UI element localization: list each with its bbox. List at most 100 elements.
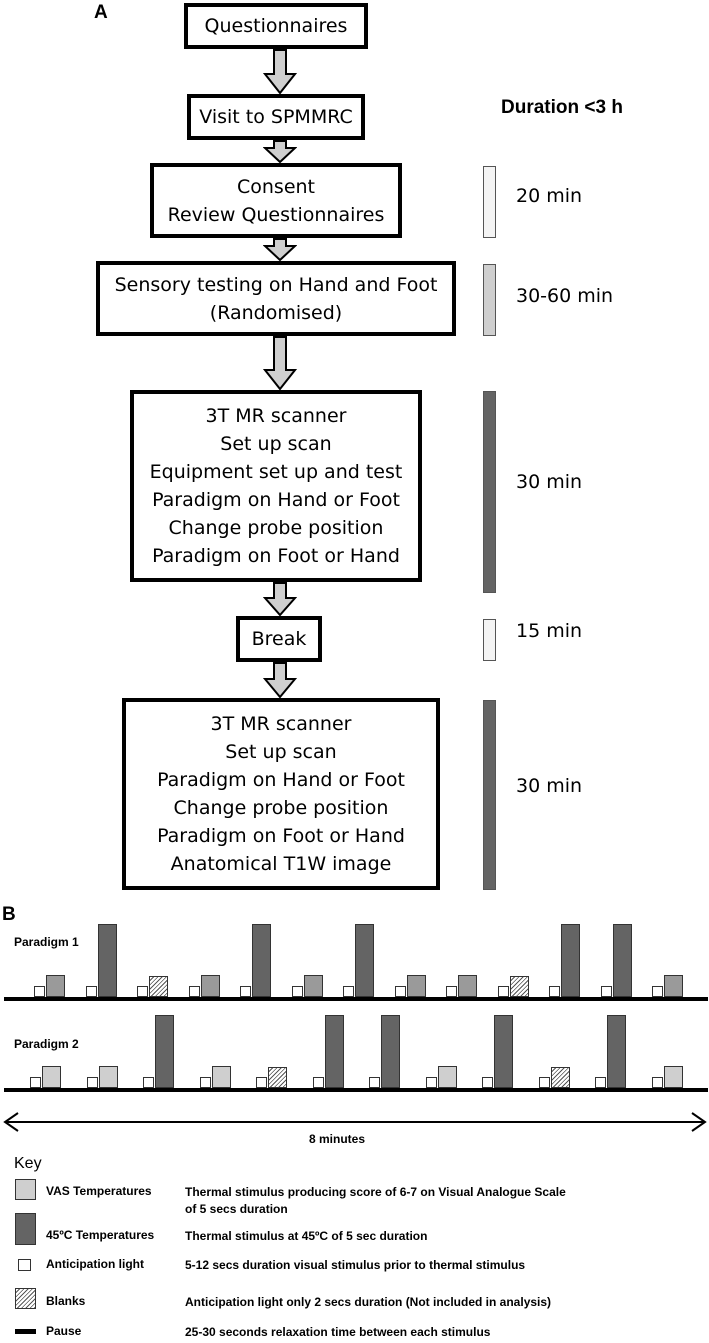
key-desc: Thermal stimulus at 45ºC of 5 sec durati… <box>185 1228 427 1245</box>
blank-swatch <box>15 1288 36 1309</box>
box-line: Questionnaires <box>204 15 348 37</box>
pause-swatch <box>15 1329 36 1334</box>
duration-text: 15 min <box>516 620 583 642</box>
paradigm-2-track <box>0 1005 709 1095</box>
scanner-2-box: 3T MR scanner Set up scan Paradigm on Ha… <box>122 698 440 890</box>
key-label: Pause <box>46 1324 82 1338</box>
key-label: Blanks <box>46 1294 86 1308</box>
box-line: Set up scan <box>225 741 337 763</box>
duration-text: 30-60 min <box>516 285 614 307</box>
vas-stimulus <box>42 1066 61 1088</box>
duration-bar <box>483 264 496 336</box>
vas-stimulus <box>664 975 683 997</box>
anticipation-light <box>312 1077 324 1088</box>
flow-arrow <box>263 140 297 163</box>
anticipation-light <box>34 986 45 997</box>
box-line: (Randomised) <box>209 301 343 324</box>
anticipation-light <box>652 986 663 997</box>
anticipation-light <box>343 986 354 997</box>
key-desc: Anticipation light only 2 secs duration … <box>185 1294 551 1311</box>
box-line: Paradigm on Foot or Hand <box>157 825 405 847</box>
box-line: Equipment set up and test <box>149 461 403 483</box>
anticipation-light <box>549 986 560 997</box>
anticipation-light <box>446 986 457 997</box>
paradigm-2-label: Paradigm 2 <box>14 1037 79 1051</box>
panel-b-label: B <box>2 904 16 925</box>
duration-text: 30 min <box>516 775 583 797</box>
anticipation-light <box>240 986 251 997</box>
box-line: Anatomical T1W image <box>170 853 392 875</box>
hot-stimulus <box>381 1015 400 1088</box>
visit-box: Visit to SPMMRC <box>187 94 365 140</box>
anticipation-light <box>600 986 612 997</box>
flow-arrow <box>263 49 297 94</box>
panel-a-label: A <box>94 2 108 23</box>
hot-swatch <box>15 1213 36 1245</box>
box-line: Visit to SPMMRC <box>199 106 353 128</box>
anticipation-light <box>538 1077 550 1088</box>
key-label: 45ºC Temperatures <box>46 1228 155 1242</box>
duration-text: 30 min <box>516 471 583 493</box>
key-label: VAS Temperatures <box>46 1184 152 1198</box>
hot-stimulus <box>494 1015 513 1088</box>
box-line: Paradigm on Hand or Foot <box>152 489 400 511</box>
vas-stimulus <box>200 975 220 997</box>
blank-stimulus <box>149 976 168 997</box>
anticipation-light <box>497 986 509 997</box>
vas-stimulus <box>211 1066 231 1088</box>
flow-arrow <box>263 662 297 698</box>
duration-bar <box>483 166 496 238</box>
anticipation-light <box>256 1077 267 1088</box>
box-line: Review Questionnaires <box>167 203 385 226</box>
vas-stimulus <box>437 1066 457 1088</box>
anticipation-light <box>651 1077 663 1088</box>
anticipation-light <box>188 986 200 997</box>
questionnaires-box: Questionnaires <box>184 3 368 49</box>
anticipation-swatch <box>18 1259 31 1271</box>
flow-arrow <box>263 238 297 261</box>
anticipation-light <box>30 1077 41 1088</box>
key-title: Key <box>14 1155 42 1172</box>
box-line: 3T MR scanner <box>210 713 352 735</box>
anticipation-light <box>482 1077 493 1088</box>
blank-stimulus <box>550 1067 570 1088</box>
pause-line <box>4 1088 708 1092</box>
hot-stimulus <box>155 1015 174 1088</box>
box-line: Paradigm on Foot or Hand <box>152 545 400 567</box>
sensory-testing-box: Sensory testing on Hand and Foot (Random… <box>96 261 456 336</box>
box-line: Set up scan <box>220 433 332 455</box>
anticipation-light <box>85 986 97 997</box>
duration-bar <box>483 619 496 661</box>
key-desc-line: Thermal stimulus producing score of 6-7 … <box>185 1185 566 1199</box>
key-desc-line: 5-12 secs duration visual stimulus prior… <box>185 1258 526 1272</box>
box-line: Break <box>251 628 307 650</box>
hot-stimulus <box>324 1015 344 1088</box>
anticipation-light <box>369 1077 380 1088</box>
hot-stimulus <box>355 924 374 997</box>
timeline-arrow <box>3 1112 707 1132</box>
vas-stimulus <box>98 1066 118 1088</box>
vas-stimulus <box>406 975 426 997</box>
paradigm-1-track <box>0 920 709 1002</box>
anticipation-light <box>143 1077 154 1088</box>
anticipation-light <box>425 1077 437 1088</box>
anticipation-light <box>595 1077 606 1088</box>
hot-stimulus <box>607 1015 626 1088</box>
hot-stimulus <box>561 924 580 997</box>
key-desc: 5-12 secs duration visual stimulus prior… <box>185 1257 525 1274</box>
consent-box: Consent Review Questionnaires <box>150 163 402 238</box>
box-line: 3T MR scanner <box>205 405 347 427</box>
blank-stimulus <box>509 976 529 997</box>
key-desc-line: Anticipation light only 2 secs duration … <box>185 1295 552 1309</box>
duration-bar <box>483 391 496 593</box>
hot-stimulus <box>252 924 271 997</box>
box-line: Sensory testing on Hand and Foot <box>114 273 438 296</box>
anticipation-light <box>394 986 406 997</box>
anticipation-light <box>199 1077 211 1088</box>
vas-stimulus <box>46 975 65 997</box>
vas-stimulus <box>663 1066 683 1088</box>
key-desc-line: Thermal stimulus at 45ºC of 5 sec durati… <box>185 1229 428 1243</box>
box-line: Consent <box>236 175 315 198</box>
key-desc-line: 25-30 seconds relaxation time between ea… <box>185 1325 491 1339</box>
flow-arrow <box>263 582 297 616</box>
